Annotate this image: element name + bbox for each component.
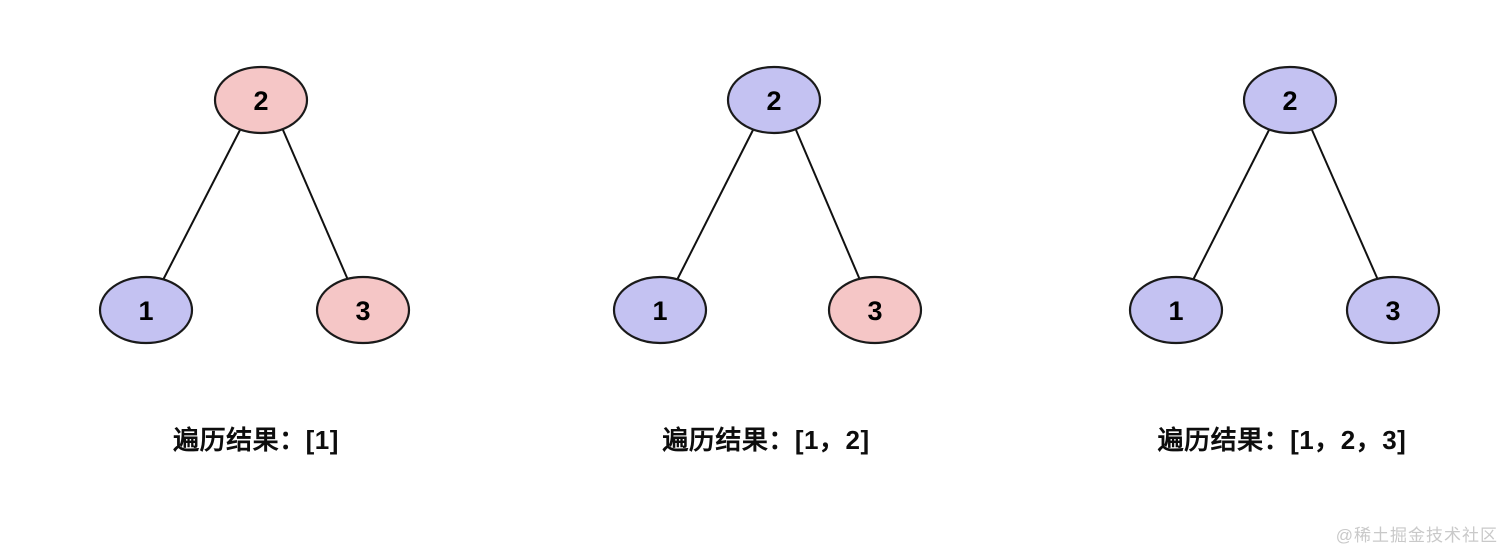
binary-tree-diagram-step-3: 2 1 3 bbox=[1128, 65, 1441, 345]
edge-group bbox=[1192, 129, 1379, 281]
node-root-shape bbox=[726, 65, 822, 135]
node-left-shape bbox=[1128, 275, 1224, 345]
edge-group bbox=[162, 129, 349, 281]
node-right[interactable]: 3 bbox=[315, 275, 411, 345]
node-right[interactable]: 3 bbox=[1345, 275, 1441, 345]
node-left-shape bbox=[612, 275, 708, 345]
node-right-shape bbox=[315, 275, 411, 345]
node-left-shape bbox=[98, 275, 194, 345]
node-root-shape bbox=[1242, 65, 1338, 135]
node-right[interactable]: 3 bbox=[827, 275, 923, 345]
node-right-label: 3 bbox=[1385, 296, 1400, 326]
node-left-label: 1 bbox=[652, 296, 667, 326]
tree-panel-step-3: 2 1 3 遍历结果：[1，2，3] bbox=[1008, 0, 1512, 560]
caption-step-1: 遍历结果：[1] bbox=[173, 425, 339, 455]
edge-root-to-left bbox=[676, 129, 754, 281]
tree-panel-step-2: 2 1 3 遍历结果：[1，2] bbox=[504, 0, 1008, 560]
edge-group bbox=[676, 129, 861, 281]
binary-tree-diagram-step-1: 2 1 3 bbox=[98, 65, 411, 345]
node-left[interactable]: 1 bbox=[612, 275, 708, 345]
node-root-label: 2 bbox=[253, 86, 268, 116]
edge-root-to-left bbox=[162, 129, 241, 281]
node-left[interactable]: 1 bbox=[98, 275, 194, 345]
edge-root-to-right bbox=[282, 129, 349, 281]
node-root[interactable]: 2 bbox=[726, 65, 822, 135]
node-left-label: 1 bbox=[138, 296, 153, 326]
watermark: @稀土掘金技术社区 bbox=[1335, 526, 1498, 545]
node-root[interactable]: 2 bbox=[1242, 65, 1338, 135]
node-root-label: 2 bbox=[766, 86, 781, 116]
node-root[interactable]: 2 bbox=[213, 65, 309, 135]
tree-panel-step-1: 2 1 3 遍历结果：[1] bbox=[0, 0, 504, 560]
node-right-shape bbox=[827, 275, 923, 345]
binary-tree-diagram-step-2: 2 1 3 bbox=[612, 65, 923, 345]
edge-root-to-right bbox=[1311, 129, 1379, 281]
node-right-shape bbox=[1345, 275, 1441, 345]
caption-step-2: 遍历结果：[1，2] bbox=[662, 425, 870, 455]
node-right-label: 3 bbox=[867, 296, 882, 326]
node-left-label: 1 bbox=[1168, 296, 1183, 326]
caption-step-3: 遍历结果：[1，2，3] bbox=[1157, 425, 1407, 455]
node-root-shape bbox=[213, 65, 309, 135]
node-root-label: 2 bbox=[1282, 86, 1297, 116]
edge-root-to-right bbox=[795, 129, 861, 281]
node-right-label: 3 bbox=[355, 296, 370, 326]
edge-root-to-left bbox=[1192, 129, 1270, 281]
node-left[interactable]: 1 bbox=[1128, 275, 1224, 345]
